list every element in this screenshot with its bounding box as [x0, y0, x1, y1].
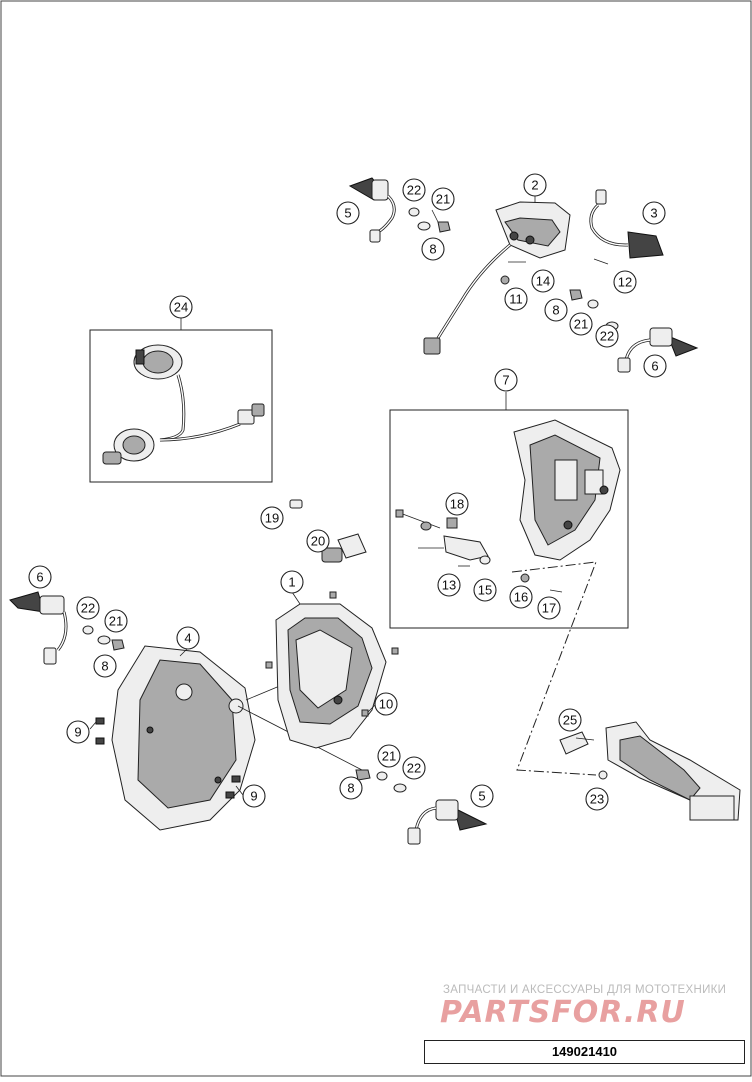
- callout-19-label: 19: [265, 511, 279, 526]
- callout-18-label: 18: [450, 497, 464, 512]
- callout-21-top-label: 21: [436, 192, 450, 207]
- callout-5-upper-label: 5: [344, 206, 351, 221]
- callout-22-top: 22: [402, 178, 426, 202]
- callout-22-left: 22: [76, 596, 100, 620]
- callout-6-left-label: 6: [36, 570, 43, 585]
- callout-5-lower-label: 5: [478, 789, 485, 804]
- callout-8-top-label: 8: [429, 242, 436, 257]
- callout-9-left: 9: [66, 720, 90, 744]
- callout-22-bottom-label: 22: [407, 761, 421, 776]
- turn-signal-left: [9, 591, 125, 665]
- callout-6-right-label: 6: [651, 359, 658, 374]
- headlight: [265, 591, 399, 749]
- callout-14-label: 14: [536, 274, 550, 289]
- callout-23: 23: [585, 787, 609, 811]
- callout-21-left: 21: [104, 609, 128, 633]
- callout-21-left-label: 21: [109, 614, 123, 629]
- callout-5-lower: 5: [470, 784, 494, 808]
- callout-6-right: 6: [643, 354, 667, 378]
- callout-9-left-label: 9: [74, 725, 81, 740]
- callout-9-right-label: 9: [250, 789, 257, 804]
- callout-8-right: 8: [544, 298, 568, 322]
- callout-8-left: 8: [93, 654, 117, 678]
- callout-21-top: 21: [431, 187, 455, 211]
- callout-1-label: 1: [288, 575, 295, 590]
- watermark-tagline: ЗАПЧАСТИ И АКСЕССУАРЫ ДЛЯ МОТОТЕХНИКИ: [443, 984, 727, 996]
- callout-8-bottom-label: 8: [347, 781, 354, 796]
- callout-16: 16: [509, 585, 533, 609]
- callout-12: 12: [613, 270, 637, 294]
- turn-signal-upper-right: [569, 289, 699, 373]
- callout-8-bottom: 8: [339, 776, 363, 800]
- reference-number: 149021410: [424, 1040, 745, 1064]
- callout-17-label: 17: [542, 601, 556, 616]
- callout-11-label: 11: [509, 292, 523, 307]
- callout-21-right: 21: [569, 312, 593, 336]
- callout-25: 25: [558, 708, 582, 732]
- callout-8-right-label: 8: [552, 303, 559, 318]
- callout-16-label: 16: [514, 590, 528, 605]
- callout-4-label: 4: [184, 631, 191, 646]
- callout-1: 1: [280, 570, 304, 594]
- callout-3-label: 3: [650, 206, 657, 221]
- callout-22-bottom: 22: [402, 756, 426, 780]
- bracket-group-box: [389, 392, 629, 629]
- callout-24: 24: [169, 295, 193, 319]
- callout-2: 2: [523, 173, 547, 197]
- front-mask: [111, 644, 379, 831]
- callout-10: 10: [374, 692, 398, 716]
- bulbs: [289, 499, 367, 563]
- dashboard-display: [423, 193, 571, 355]
- harness-group-box: [89, 318, 273, 483]
- callout-7-label: 7: [502, 373, 509, 388]
- callout-25-label: 25: [563, 713, 577, 728]
- callout-24-label: 24: [174, 300, 188, 315]
- callout-4: 4: [176, 626, 200, 650]
- callout-2-label: 2: [531, 178, 538, 193]
- callout-12-label: 12: [618, 275, 632, 290]
- assembly-dashed-line: [511, 561, 597, 776]
- callout-21-right-label: 21: [574, 317, 588, 332]
- callout-8-top: 8: [421, 237, 445, 261]
- turn-signal-lower: [355, 769, 488, 845]
- callout-15: 15: [473, 578, 497, 602]
- callout-11: 11: [504, 287, 528, 311]
- handlebar-switch: [559, 721, 741, 821]
- callout-22-right: 22: [595, 324, 619, 348]
- callout-7: 7: [494, 368, 518, 392]
- callout-6-left: 6: [28, 565, 52, 589]
- callout-15-label: 15: [478, 583, 492, 598]
- callout-3: 3: [642, 201, 666, 225]
- callout-14: 14: [531, 269, 555, 293]
- callout-5-upper: 5: [336, 201, 360, 225]
- callout-19: 19: [260, 506, 284, 530]
- callout-21-bottom: 21: [377, 744, 401, 768]
- plate-lamp: [589, 189, 664, 265]
- callout-8-left-label: 8: [101, 659, 108, 674]
- callout-22-left-label: 22: [81, 601, 95, 616]
- callout-22-top-label: 22: [407, 183, 421, 198]
- callout-13-label: 13: [442, 578, 456, 593]
- callout-20-label: 20: [311, 534, 325, 549]
- callout-10-label: 10: [379, 697, 393, 712]
- turn-signal-upper-left: [348, 177, 451, 243]
- callout-21-bottom-label: 21: [382, 749, 396, 764]
- callout-18: 18: [445, 492, 469, 516]
- callout-17: 17: [537, 596, 561, 620]
- watermark-logo: PARTSFOR.RU: [440, 995, 686, 1030]
- screws-9: [95, 717, 241, 799]
- callout-20: 20: [306, 529, 330, 553]
- callout-9-right: 9: [242, 784, 266, 808]
- callout-23-label: 23: [590, 792, 604, 807]
- callout-22-right-label: 22: [600, 329, 614, 344]
- callout-13: 13: [437, 573, 461, 597]
